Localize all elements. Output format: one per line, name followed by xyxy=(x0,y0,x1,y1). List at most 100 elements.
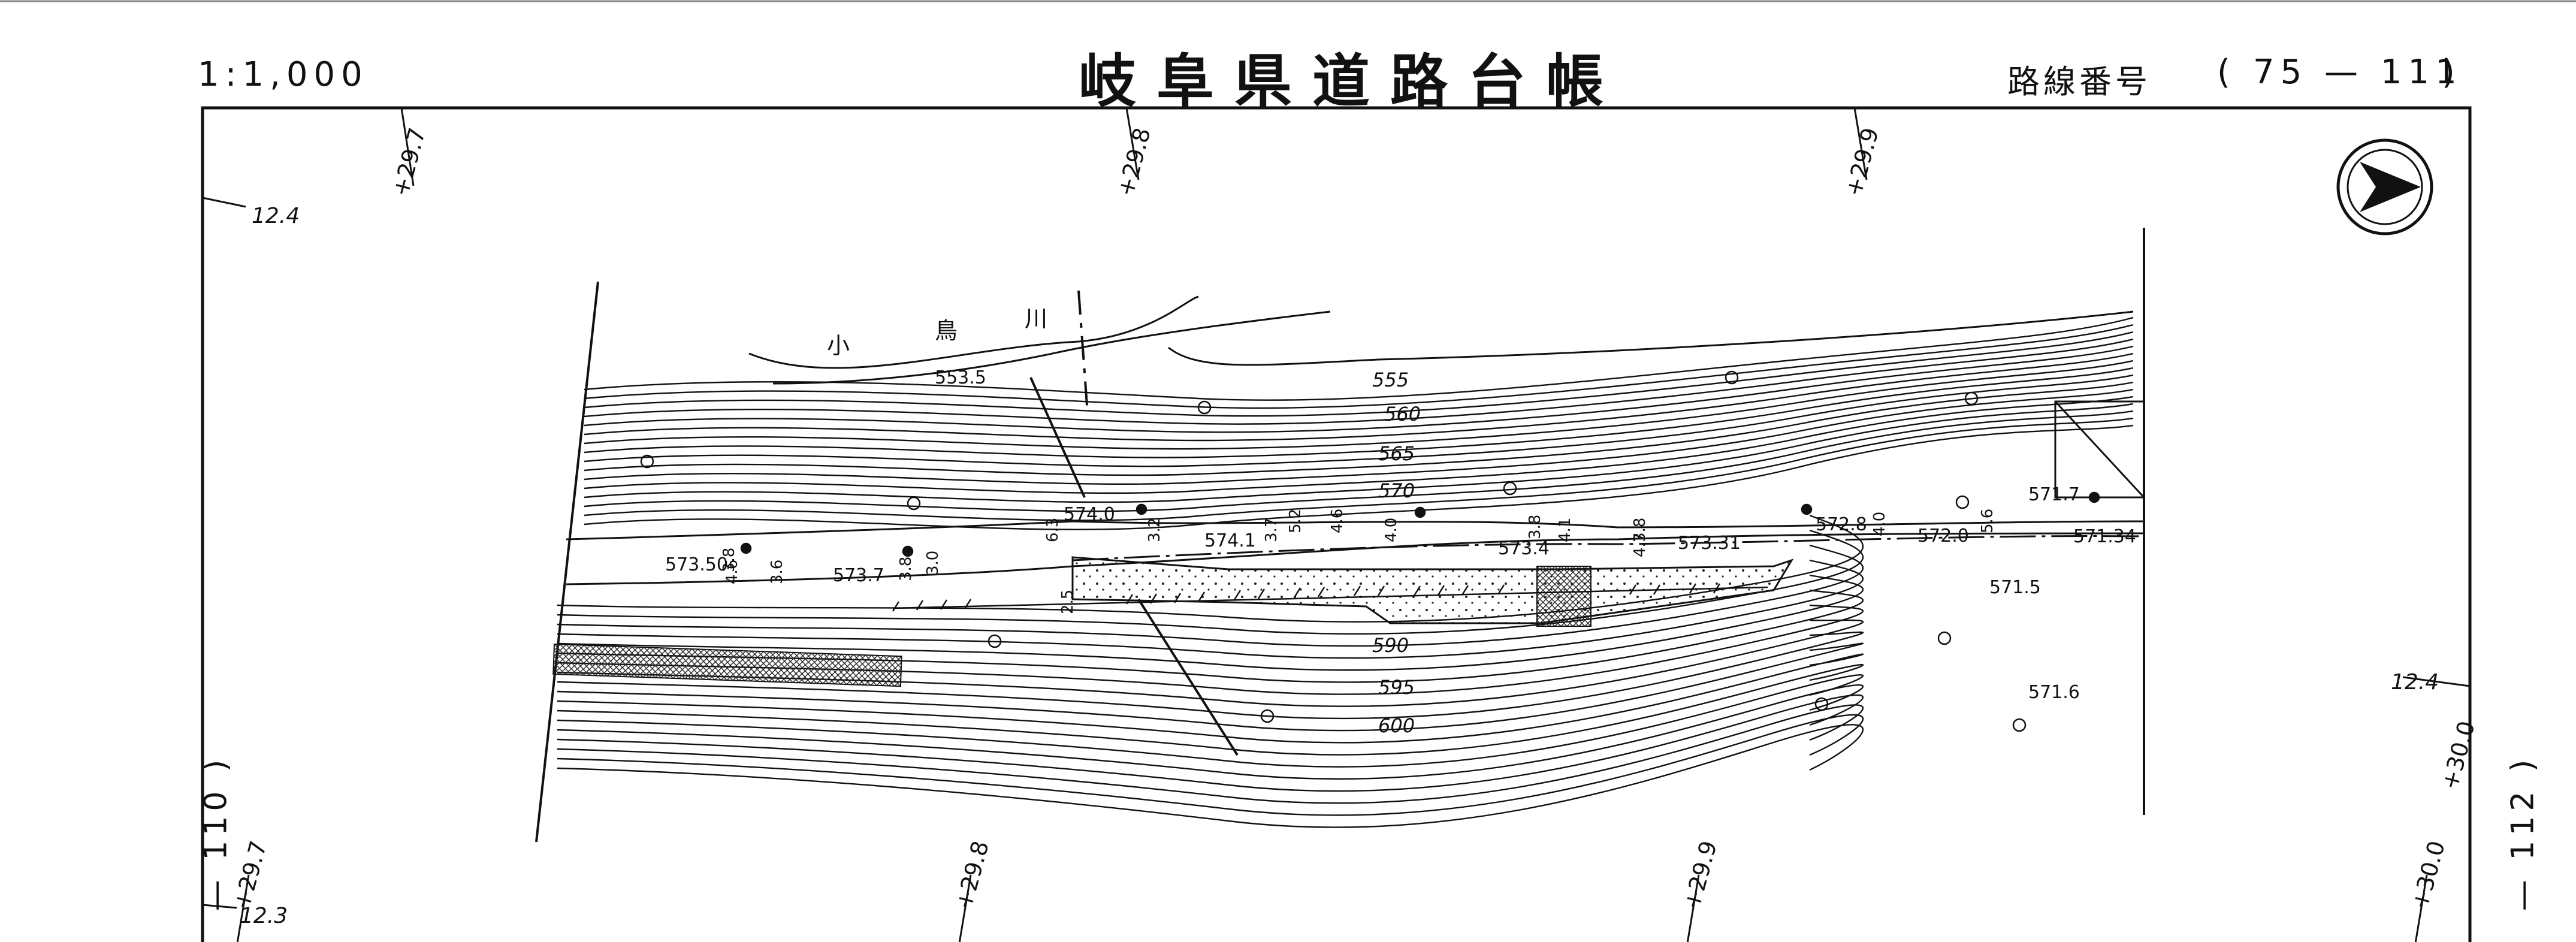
contour-line-upper xyxy=(584,345,2134,433)
contour-line-upper xyxy=(584,316,2134,401)
survey-point-symbol xyxy=(2088,491,2100,503)
contour-line-lower xyxy=(557,704,1864,804)
spot-height-571-7: 571.7 xyxy=(2028,484,2080,505)
contour-line-lower xyxy=(557,714,1864,816)
road-width-label: 4.6 xyxy=(723,560,741,584)
route-number: 75 — 111 xyxy=(2253,53,2463,92)
contour-line-upper xyxy=(584,324,2134,409)
spot-height-573-50: 573.50 xyxy=(665,554,728,575)
contour-line-upper xyxy=(584,403,2134,503)
station-ticks-bottom xyxy=(236,874,2428,942)
contour-line-lower xyxy=(557,724,1864,828)
tree-symbol xyxy=(1260,709,1275,723)
contour-line-upper xyxy=(584,424,2134,530)
road-width-label: 4.0 xyxy=(1871,512,1889,536)
tree-symbol xyxy=(1503,481,1517,496)
contour-label-595: 595 xyxy=(1378,676,1415,699)
contour-line-upper xyxy=(584,395,2134,494)
contour-line-lower xyxy=(557,674,1864,768)
contour-label-555: 555 xyxy=(1372,369,1409,391)
station-label-top-1: +29.7 xyxy=(387,125,431,199)
road-width-label: 2.5 xyxy=(1059,590,1077,614)
river-name-1: 小 xyxy=(827,333,850,359)
road-width-label: 4.1 xyxy=(1556,518,1574,542)
river-name-3: 川 xyxy=(1025,306,1047,332)
tree-symbol xyxy=(1937,631,1952,645)
spot-height-572-8: 572.8 xyxy=(1816,514,1867,535)
contour-line-upper xyxy=(584,381,2134,476)
road-width-label: 4.7 xyxy=(1631,533,1649,557)
contour-labels: 555 560 565 570 590 595 600 xyxy=(1372,369,1421,737)
tree-symbol xyxy=(1197,400,1212,415)
station-label-bottom-4: +30.0 xyxy=(2406,838,2450,912)
road-width-label: 3.8 xyxy=(1631,518,1649,542)
contour-line-upper xyxy=(584,388,2134,485)
contour-label-590: 590 xyxy=(1372,634,1409,657)
tree-symbol xyxy=(1964,391,1979,406)
contours-lower xyxy=(557,514,1864,828)
station-label-top-3: +29.9 xyxy=(1840,125,1884,199)
tree-symbol xyxy=(987,634,1002,648)
spot-heights: 553.5 574.0 574.1 573.50 573.7 573.4 573… xyxy=(665,367,2136,703)
contour-line-upper xyxy=(584,417,2134,521)
survey-point-symbol xyxy=(1414,506,1426,518)
contour-label-570: 570 xyxy=(1378,479,1415,502)
spot-height-573-7: 573.7 xyxy=(833,565,884,586)
edge-label-right: 12.4 xyxy=(2391,670,2439,695)
tree-symbol xyxy=(640,454,654,469)
road-width-label: 3.6 xyxy=(768,560,786,584)
spot-height-571-34: 571.34 xyxy=(2073,526,2136,547)
road-width-label: 3.8 xyxy=(897,557,915,581)
survey-point-symbol xyxy=(740,542,752,554)
route-paren-open: ( xyxy=(2217,53,2230,92)
spot-height-571-6: 571.6 xyxy=(2028,682,2080,703)
survey-point-symbol xyxy=(902,545,914,557)
road-width-label: 3.7 xyxy=(1263,518,1281,542)
guardrail xyxy=(892,583,1768,612)
section-cut-line xyxy=(1029,290,1239,756)
spot-height-573-31: 573.31 xyxy=(1678,533,1741,554)
station-label-bottom-1: +29.7 xyxy=(228,838,272,912)
station-label-top-2: +29.8 xyxy=(1112,125,1156,199)
road-lines xyxy=(566,520,2145,585)
contour-line-lower xyxy=(557,631,1864,720)
station-label-bottom-2: +29.8 xyxy=(950,838,994,912)
contour-label-600: 600 xyxy=(1378,714,1415,737)
river-name-2: 鳥 xyxy=(935,318,958,344)
edge-label-top-left: 12.4 xyxy=(252,204,300,228)
spot-height-553-5: 553.5 xyxy=(935,367,986,388)
contour-line-lower xyxy=(557,529,1864,635)
sheet-title: 岐阜県道路台帳 xyxy=(1079,47,1624,115)
road-grid-block xyxy=(1536,566,1591,627)
road-width-label: 3.8 xyxy=(720,548,738,572)
contour-line-lower xyxy=(557,544,1864,647)
road-width-label: 5.2 xyxy=(1287,509,1304,533)
map-frame xyxy=(201,106,2472,942)
point-symbols xyxy=(640,370,2100,732)
spot-height-572-0: 572.0 xyxy=(1917,526,1969,547)
edge-ticks xyxy=(202,197,2471,909)
station-label-bottom-3: +29.9 xyxy=(1678,838,1722,912)
contour-line-lower xyxy=(557,653,1864,744)
survey-point-symbol xyxy=(1136,503,1147,515)
station-ticks-top xyxy=(400,107,1868,186)
tree-symbol xyxy=(1955,495,1970,509)
tree-symbol xyxy=(1725,370,1739,385)
contour-line-lower xyxy=(557,642,1864,732)
road-width-label: 6.3 xyxy=(1044,518,1062,542)
road-width-label: 4.0 xyxy=(1382,518,1400,542)
spot-height-571-5: 571.5 xyxy=(1989,577,2041,598)
spot-height-574-1: 574.1 xyxy=(1204,530,1256,551)
retaining-wall xyxy=(552,643,902,687)
north-arrow-icon xyxy=(2336,138,2433,236)
contours-upper xyxy=(584,316,2134,530)
road-width-label: 3.8 xyxy=(1526,515,1544,539)
road-width-label: 4.6 xyxy=(1328,509,1346,533)
tree-symbol xyxy=(2012,718,2027,732)
edge-label-bottom-left: 12.3 xyxy=(240,904,288,928)
contour-line-upper xyxy=(584,360,2134,450)
contour-line-upper xyxy=(584,338,2134,425)
building xyxy=(2054,400,2145,499)
